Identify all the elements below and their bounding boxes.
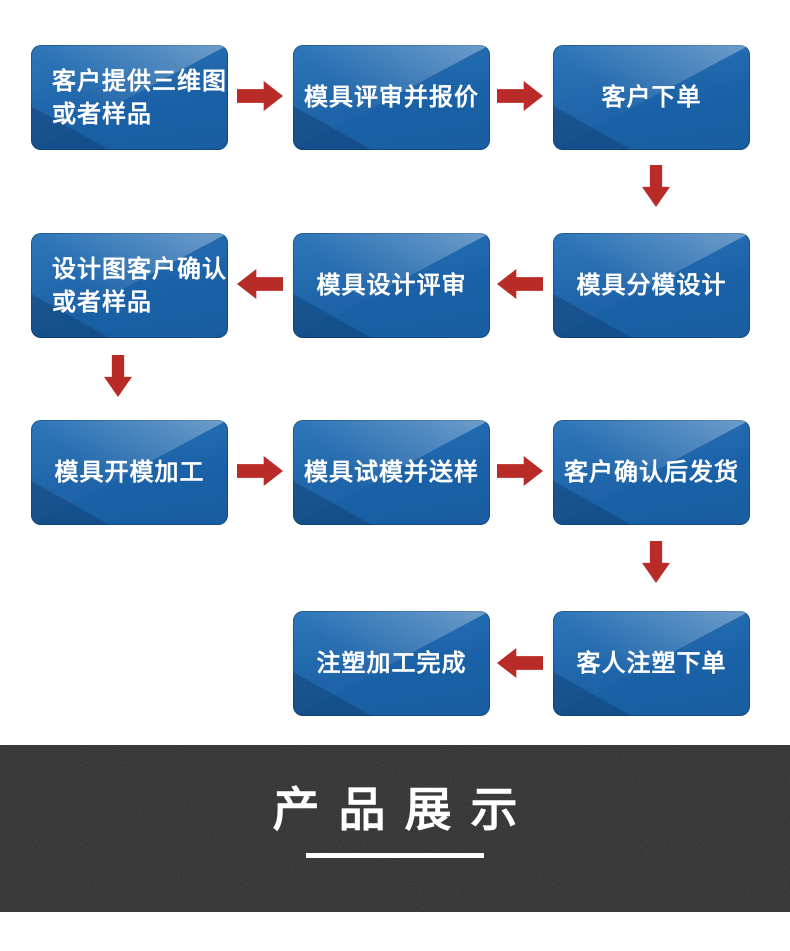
arrow-left-icon: [497, 269, 543, 299]
flow-step-label: 模具设计评审: [316, 272, 467, 299]
banner-content: 产品展示: [0, 745, 790, 858]
flow-step-label: 设计图客户确认 或者样品: [52, 255, 227, 316]
flow-step-label: 模具试模并送样: [304, 459, 479, 486]
flow-step-label: 模具评审并报价: [304, 84, 479, 111]
arrow-left-icon: [497, 648, 543, 678]
arrow-right-icon: [497, 81, 543, 111]
banner-underline: [306, 853, 484, 858]
product-showcase-banner: 产品展示: [0, 745, 790, 912]
noise-texture: [0, 745, 790, 912]
flow-step-mold-review-quote: 模具评审并报价: [293, 45, 490, 150]
flow-step-customer-provides-drawing: 客户提供三维图 或者样品: [31, 45, 228, 150]
flow-step-label: 模具开模加工: [54, 459, 205, 486]
flow-step-label: 客人注塑下单: [576, 650, 727, 677]
flow-step-mold-parting-design: 模具分模设计: [553, 233, 750, 338]
flow-step-label: 客户提供三维图 或者样品: [52, 67, 227, 128]
flow-step-mold-trial-sample: 模具试模并送样: [293, 420, 490, 525]
flow-step-injection-complete: 注塑加工完成: [293, 611, 490, 716]
flow-step-label: 模具分模设计: [576, 272, 727, 299]
flow-step-ship-after-confirm: 客户确认后发货: [553, 420, 750, 525]
banner-title: 产品展示: [272, 783, 537, 836]
arrow-down-icon: [642, 165, 670, 207]
flow-step-label: 注塑加工完成: [316, 650, 467, 677]
arrow-right-icon: [237, 81, 283, 111]
flow-step-label: 客户下单: [601, 84, 702, 111]
flow-step-design-customer-confirm: 设计图客户确认 或者样品: [31, 233, 228, 338]
arrow-right-icon: [237, 456, 283, 486]
flow-step-mold-design-review: 模具设计评审: [293, 233, 490, 338]
flow-step-label: 客户确认后发货: [564, 459, 739, 486]
flow-step-injection-order: 客人注塑下单: [553, 611, 750, 716]
arrow-down-icon: [104, 355, 132, 397]
arrow-left-icon: [237, 269, 283, 299]
arrow-right-icon: [497, 456, 543, 486]
arrow-down-icon: [642, 541, 670, 583]
flow-step-customer-order: 客户下单: [553, 45, 750, 150]
flow-step-mold-machining: 模具开模加工: [31, 420, 228, 525]
